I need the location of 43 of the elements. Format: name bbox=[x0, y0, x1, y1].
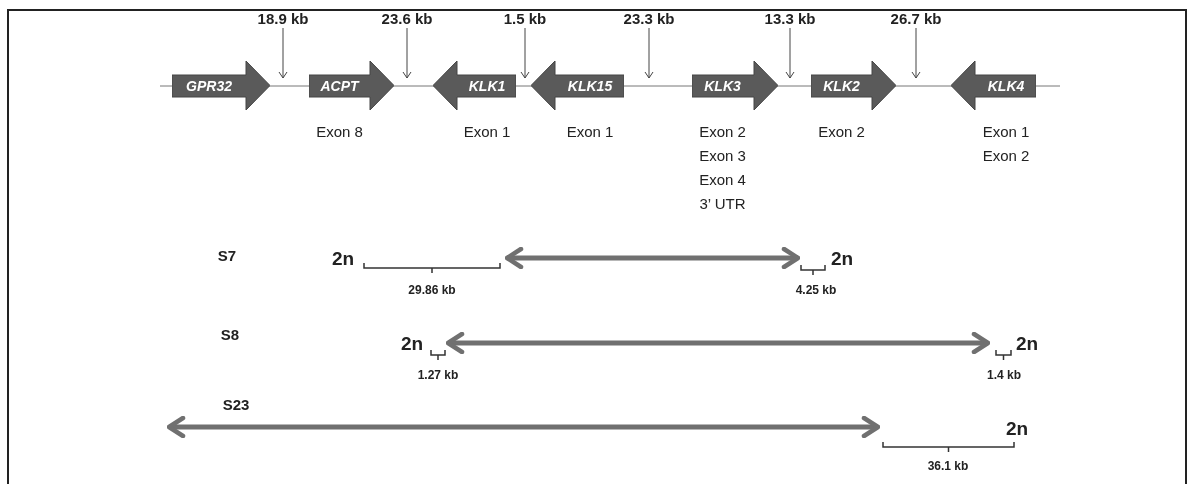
size-label: 1.4 kb bbox=[987, 369, 1021, 381]
gene-block bbox=[433, 61, 516, 110]
copy-number-label: 2n bbox=[830, 248, 854, 268]
exon-label: 3’ UTR bbox=[699, 196, 746, 211]
exon-label: Exon 2 bbox=[982, 148, 1030, 163]
gene-name: KLK3 bbox=[704, 78, 741, 93]
copy-number-label: 2n bbox=[400, 333, 424, 353]
copy-number-label: 2n bbox=[331, 248, 355, 268]
gene-name: ACPT bbox=[320, 78, 359, 93]
gene-name: KLK2 bbox=[823, 78, 860, 93]
gene-block bbox=[309, 61, 394, 110]
exon-label: Exon 2 bbox=[818, 124, 865, 139]
exon-label: Exon 3 bbox=[699, 148, 746, 163]
distance-label: 13.3 kb bbox=[764, 10, 816, 26]
distance-label: 23.6 kb bbox=[381, 10, 433, 26]
gene-block bbox=[951, 61, 1036, 110]
size-label: 4.25 kb bbox=[795, 284, 837, 296]
gene-block bbox=[531, 61, 624, 110]
gene-name: KLK15 bbox=[567, 78, 613, 93]
distance-label: 23.3 kb bbox=[623, 10, 675, 26]
gene-name: GPR32 bbox=[186, 78, 232, 93]
sample-label: S8 bbox=[220, 326, 240, 342]
size-label: 29.86 kb bbox=[408, 284, 456, 296]
exon-label: Exon 1 bbox=[982, 124, 1030, 139]
copy-number-label: 2n bbox=[1005, 418, 1029, 438]
copy-number-label: 2n bbox=[1015, 333, 1039, 353]
gene-name: KLK1 bbox=[468, 78, 506, 93]
sample-label: S23 bbox=[222, 396, 250, 412]
gene-block bbox=[811, 61, 896, 110]
distance-label: 26.7 kb bbox=[890, 10, 942, 26]
exon-label: Exon 1 bbox=[566, 124, 614, 139]
exon-label: Exon 4 bbox=[699, 172, 746, 187]
size-label: 1.27 kb bbox=[417, 369, 459, 381]
exon-label: Exon 1 bbox=[463, 124, 511, 139]
gene-block bbox=[172, 61, 270, 110]
sample-label: S7 bbox=[217, 247, 237, 263]
gene-block bbox=[692, 61, 778, 110]
size-label: 36.1 kb bbox=[927, 460, 969, 472]
distance-label: 18.9 kb bbox=[257, 10, 309, 26]
gene-name: KLK4 bbox=[987, 78, 1025, 93]
exon-label: Exon 2 bbox=[699, 124, 746, 139]
exon-label: Exon 8 bbox=[316, 124, 363, 139]
distance-label: 1.5 kb bbox=[503, 10, 547, 26]
